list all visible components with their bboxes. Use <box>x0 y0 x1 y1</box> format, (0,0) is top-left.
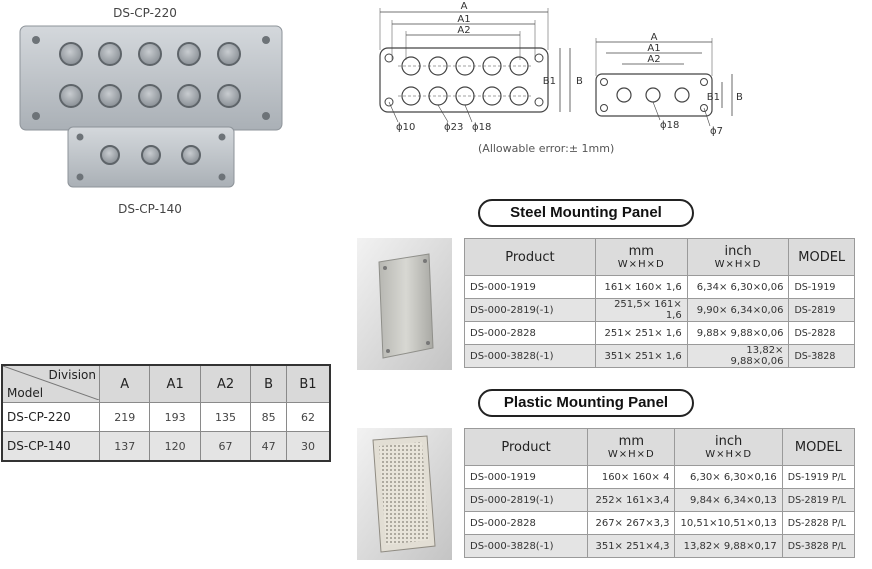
hole-label: ϕ23 <box>444 122 463 133</box>
plastic-panel-title: Plastic Mounting Panel <box>478 389 694 417</box>
table-row: DS-CP-140 137 120 67 47 30 <box>1 431 331 462</box>
col-header-product: Product <box>463 428 589 466</box>
col-header-b1: B1 <box>285 364 331 403</box>
table-row: DS-CP-220 219 193 135 85 62 <box>1 402 331 432</box>
col-header-b: B <box>250 364 287 403</box>
plastic-panel-photo <box>357 428 452 560</box>
technical-drawing: A A1 A2 B1 B ϕ10 ϕ23 ϕ18 A A1 A2 B1 B ϕ1… <box>379 1 743 137</box>
dim-label: A <box>651 32 658 43</box>
cable-plate-photo <box>19 25 283 188</box>
dimensions-table: Division Model A A1 A2 B B1 DS-CP-220 21… <box>1 364 331 462</box>
product-label-ds-cp-220: DS-CP-220 <box>113 6 177 20</box>
division-model-header: Division Model <box>1 364 100 403</box>
hole-label: ϕ18 <box>472 122 491 133</box>
dim-label: A2 <box>457 25 470 36</box>
dim-label: B1 <box>707 92 720 103</box>
hole-label: ϕ7 <box>710 126 723 137</box>
steel-panel-photo <box>357 238 452 370</box>
col-header-a1: A1 <box>149 364 201 403</box>
product-label-ds-cp-140: DS-CP-140 <box>118 202 182 216</box>
dim-label: B <box>576 76 583 87</box>
col-header-product: Product <box>464 238 596 276</box>
col-header-model: MODEL <box>788 238 855 276</box>
dim-label: A1 <box>647 43 660 54</box>
steel-panel-title: Steel Mounting Panel <box>478 199 694 227</box>
col-header-a: A <box>98 364 151 403</box>
dim-label: B1 <box>543 76 556 87</box>
dim-label: A1 <box>457 14 470 25</box>
hole-label: ϕ18 <box>660 120 679 131</box>
dim-label: A2 <box>647 54 660 65</box>
dim-label: B <box>736 92 743 103</box>
col-header-model: MODEL <box>781 428 856 466</box>
allowable-error-note: (Allowable error:± 1mm) <box>478 142 615 155</box>
hole-label: ϕ10 <box>396 122 415 133</box>
dim-label: A <box>461 1 468 12</box>
col-header-a2: A2 <box>199 364 252 403</box>
